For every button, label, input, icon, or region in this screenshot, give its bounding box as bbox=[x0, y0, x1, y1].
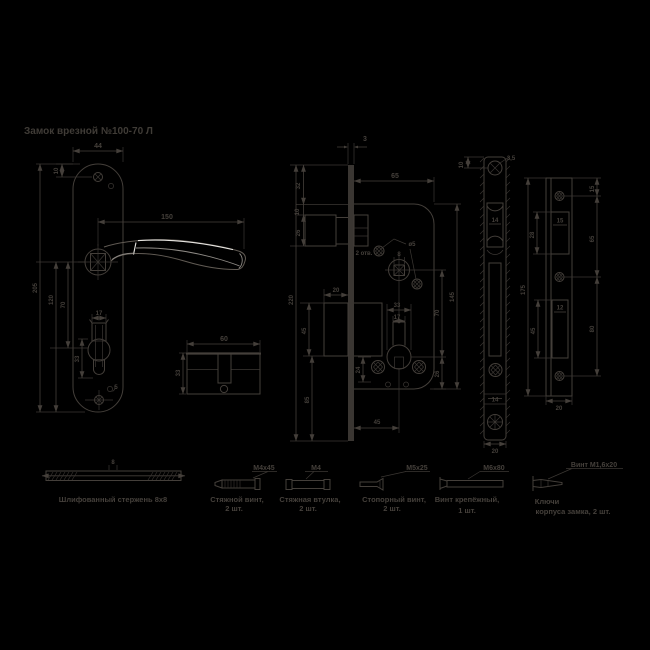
part-sleeve: М4 Стяжная втулка, 2 шт. bbox=[279, 465, 340, 513]
follower-hub bbox=[385, 255, 446, 285]
cylinder-cam bbox=[219, 384, 229, 394]
dim-left-hole: 24 bbox=[356, 366, 362, 373]
dim-bottom-hole: 5 bbox=[114, 385, 118, 391]
dim-hub-to-cyl: 70 bbox=[435, 309, 441, 316]
dim-strike-latch-height: 28 bbox=[530, 231, 536, 238]
dim-square-hole: 8 bbox=[397, 252, 401, 258]
dim-strike-latch-width: 15 bbox=[557, 219, 564, 225]
dim-bolt-height: 45 bbox=[302, 327, 308, 334]
faceplate-view: 3,5 14 14 20 10 bbox=[459, 156, 516, 455]
dim-plate-width: 44 bbox=[94, 143, 102, 150]
part-spindle-name: Шлифованный стержень 8х8 bbox=[59, 495, 167, 504]
dim-strike-spacing-top: 65 bbox=[590, 235, 596, 242]
dim-cylinder-height: 33 bbox=[176, 369, 182, 376]
plate-keyhole bbox=[87, 319, 111, 376]
cylinder-view: 60 33 bbox=[176, 336, 261, 395]
part-tie-screw-label: М4х45 bbox=[253, 465, 275, 472]
dim-cylinder-length: 60 bbox=[220, 336, 228, 343]
strike-bolt-opening bbox=[551, 299, 569, 359]
plate-top-screw bbox=[93, 172, 103, 182]
handle-plate-view: 44 10 150 17 bbox=[33, 143, 246, 413]
dim-hub-to-cylinder: 70 bbox=[61, 301, 67, 308]
part-tie-screw: М4х45 Стяжной винт, 2 шт. bbox=[210, 465, 277, 513]
dim-latch-height: 26 bbox=[296, 229, 302, 236]
drawing-title: Замок врезной №100-70 Л bbox=[24, 126, 153, 137]
hub-fixing-holes bbox=[373, 238, 423, 290]
part-tie-screw-name: Стяжной винт, bbox=[210, 495, 264, 504]
part-sleeve-name: Стяжная втулка, bbox=[279, 495, 340, 504]
faceplate-outline bbox=[483, 156, 507, 441]
case-outline bbox=[354, 203, 435, 390]
part-set-screw-name: Стопорный винт, bbox=[362, 495, 426, 504]
part-tie-screw-qty: 2 шт. bbox=[225, 504, 243, 513]
strike-plate-view: 15 12 28 45 175 15 65 80 20 bbox=[521, 177, 601, 412]
strike-latch-opening bbox=[550, 211, 570, 255]
plate-bottom-pin-hole bbox=[107, 386, 113, 392]
dim-handle-length: 150 bbox=[161, 214, 173, 221]
dim-keyhole-height: 33 bbox=[75, 355, 81, 362]
part-long-screw-label: М6х80 bbox=[483, 465, 505, 472]
dim-spindle-size: 8 bbox=[111, 460, 115, 466]
faceplate-bolt-slot bbox=[488, 262, 502, 357]
strike-outline bbox=[545, 177, 573, 397]
label-hole-dia: ø5 bbox=[408, 242, 416, 248]
handle-lever bbox=[103, 239, 246, 271]
part-set-screw-qty: 2 шт. bbox=[383, 504, 401, 513]
dim-strike-bolt-height: 45 bbox=[531, 327, 537, 334]
part-sleeve-qty: 2 шт. bbox=[299, 504, 317, 513]
part-set-screw-label: М5х25 bbox=[406, 465, 428, 472]
part-spindle: 8 Шлифованный стержень 8х8 bbox=[41, 460, 186, 504]
dim-strike-spacing-bottom: 80 bbox=[590, 325, 596, 332]
faceplate-latch-opening bbox=[486, 202, 504, 255]
dim-keyhole-width: 17 bbox=[96, 311, 103, 317]
plate-outline bbox=[72, 163, 124, 413]
dim-strike-width: 20 bbox=[556, 406, 563, 412]
dim-strike-height: 175 bbox=[521, 284, 527, 295]
part-sleeve-label: М4 bbox=[311, 465, 321, 472]
dim-profile-width: 17 bbox=[394, 315, 401, 321]
dim-hub-to-bottom: 120 bbox=[49, 294, 55, 305]
dim-plate-height: 205 bbox=[33, 282, 39, 293]
cylinder-side-screws bbox=[371, 360, 426, 374]
dim-faceplate-width: 20 bbox=[492, 449, 499, 455]
part-long-screw: М6х80 Винт крепёжный, 1 шт. bbox=[435, 465, 509, 515]
dim-strike-top-offset: 15 bbox=[590, 185, 596, 192]
lock-body-view: 3 65 32 10 26 220 20 bbox=[289, 136, 461, 442]
part-keys-qty: корпуса замка, 2 шт. bbox=[536, 507, 611, 516]
plate-top-pin-hole bbox=[108, 183, 114, 189]
dim-case-depth: 65 bbox=[391, 173, 399, 180]
dim-lower-width: 14 bbox=[492, 398, 499, 404]
dim-strike-bolt-width: 12 bbox=[557, 306, 564, 312]
label-holes-note: 2 отв. bbox=[356, 251, 373, 257]
dim-screw-offset: 10 bbox=[54, 167, 60, 174]
dim-cyl-to-bottom: 85 bbox=[305, 396, 311, 403]
part-set-screw: М5х25 Стопорный винт, 2 шт. bbox=[359, 465, 430, 513]
part-long-screw-qty: 1 шт. bbox=[458, 506, 476, 515]
part-keys: Винт М1,6х20 Ключи корпуса замка, 2 шт. bbox=[532, 462, 623, 516]
dim-faceplate-top-offset: 10 bbox=[459, 161, 465, 168]
dim-backset: 45 bbox=[374, 420, 381, 426]
dim-total-height: 220 bbox=[289, 294, 295, 305]
dim-top-margin: 32 bbox=[296, 182, 302, 189]
parts-row: 8 Шлифованный стержень 8х8 М4х45 Стяжной… bbox=[41, 460, 623, 516]
dim-cyl-to-case-bottom: 26 bbox=[435, 370, 441, 377]
cylinder-cam-slot bbox=[217, 352, 232, 384]
part-keys-name: Ключи bbox=[535, 497, 560, 506]
part-long-screw-name: Винт крепёжный, bbox=[435, 495, 499, 504]
part-keys-label: Винт М1,6х20 bbox=[571, 462, 617, 469]
faceplate-mid-screw bbox=[488, 363, 503, 377]
latch-bolt bbox=[304, 214, 369, 247]
dim-profile-height: 33 bbox=[394, 303, 401, 309]
dim-case-height: 145 bbox=[450, 291, 456, 302]
faceplate-edge bbox=[348, 165, 354, 441]
deadbolt bbox=[323, 302, 383, 357]
dim-bolt-throw: 20 bbox=[333, 288, 340, 294]
dim-faceplate-hole-dia: 3,5 bbox=[507, 156, 516, 162]
dim-faceplate-thickness: 3 bbox=[363, 136, 367, 143]
dim-latch-width: 14 bbox=[492, 218, 499, 224]
